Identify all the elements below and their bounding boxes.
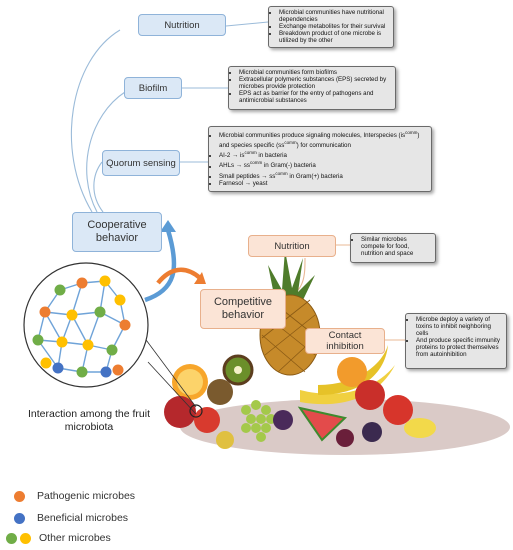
note-item: Small peptides → sscomm in Gram(+) bacte…: [219, 170, 428, 180]
beneficial-dot-icon: [14, 512, 25, 524]
cooperative-nutrition-box: Nutrition: [138, 14, 226, 36]
connector-cooperative-quorum: [93, 161, 104, 213]
competitive-nutrition-box: Nutrition: [248, 235, 336, 257]
cooperative-arrow: [144, 229, 177, 303]
note-item: Microbial communities form biofilms: [239, 69, 392, 76]
note-item: Microbial communities have nutritional d…: [279, 9, 390, 23]
note-item: Microbial communities produce signaling …: [219, 129, 428, 149]
connector-cooperative-biofilm: [86, 91, 126, 213]
competitive-arrow-head: [194, 272, 206, 284]
legend-pathogenic-label: Pathogenic microbes: [37, 490, 136, 502]
interaction-caption: Interaction among the fruit microbiota: [28, 408, 150, 433]
cooperative-nutrition-label: Nutrition: [164, 19, 200, 31]
competitive-behavior-label: Competitive behavior: [213, 296, 273, 321]
quorum-sensing-label: Quorum sensing: [106, 157, 176, 169]
biofilm-note: Microbial communities form biofilms Extr…: [228, 66, 396, 110]
competitive-behavior-box: Competitive behavior: [200, 289, 286, 329]
biofilm-label: Biofilm: [138, 82, 168, 94]
connector-cooperative-nutrition: [70, 29, 121, 213]
note-item: Extracellular polymeric substances (EPS)…: [239, 76, 392, 90]
cooperative-arrow-head: [160, 220, 176, 232]
contact-inhibition-label: Contact inhibition: [326, 330, 364, 352]
note-item: Breakdown product of one microbe is util…: [279, 30, 390, 44]
legend-pathogenic: Pathogenic microbes: [14, 490, 135, 502]
green-dot-icon: [6, 532, 17, 544]
note-item: Farnesol → yeast: [219, 180, 428, 187]
legend-beneficial: Beneficial microbes: [14, 512, 128, 524]
legend-beneficial-label: Beneficial microbes: [37, 512, 129, 524]
contact-inhibition-box: Contact inhibition: [305, 328, 385, 354]
fruit-illustration: [164, 250, 510, 455]
cooperative-behavior-label: Cooperative behavior: [87, 219, 147, 244]
biofilm-box: Biofilm: [124, 77, 182, 99]
legend-other: Other microbes: [6, 532, 111, 544]
note-item: Similar microbes compete for food, nutri…: [361, 236, 432, 257]
zoom-line-bottom: [147, 361, 197, 415]
competitive-nutrition-note: Similar microbes compete for food, nutri…: [350, 233, 436, 263]
note-item: AHLs → sscomm in Gram(-) bacteria: [219, 159, 428, 169]
note-item: Exchange metabolites for their survival: [279, 23, 390, 30]
legend-other-label: Other microbes: [39, 532, 111, 544]
contact-inhibition-note: Microbe deploy a variety of toxins to in…: [405, 313, 507, 369]
note-item: Microbe deploy a variety of toxins to in…: [416, 316, 503, 337]
competitive-nutrition-label: Nutrition: [274, 240, 310, 252]
note-item: And produce specific immunity proteins t…: [416, 337, 503, 358]
competitive-arrow: [156, 267, 202, 285]
zoom-target-circle: [189, 404, 203, 418]
quorum-sensing-note: Microbial communities produce signaling …: [208, 126, 432, 192]
note-item: EPS act as barrier for the entry of path…: [239, 90, 392, 104]
pathogenic-dot-icon: [14, 490, 25, 502]
cooperative-nutrition-note: Microbial communities have nutritional d…: [268, 6, 394, 48]
yellow-dot-icon: [20, 532, 31, 544]
cooperative-behavior-box: Cooperative behavior: [72, 212, 162, 252]
microbiota-network: [23, 262, 149, 388]
connector-nutrition-note: [225, 21, 269, 27]
quorum-sensing-box: Quorum sensing: [102, 150, 180, 176]
note-item: AI-2 → iscomm in bacteria: [219, 149, 428, 159]
